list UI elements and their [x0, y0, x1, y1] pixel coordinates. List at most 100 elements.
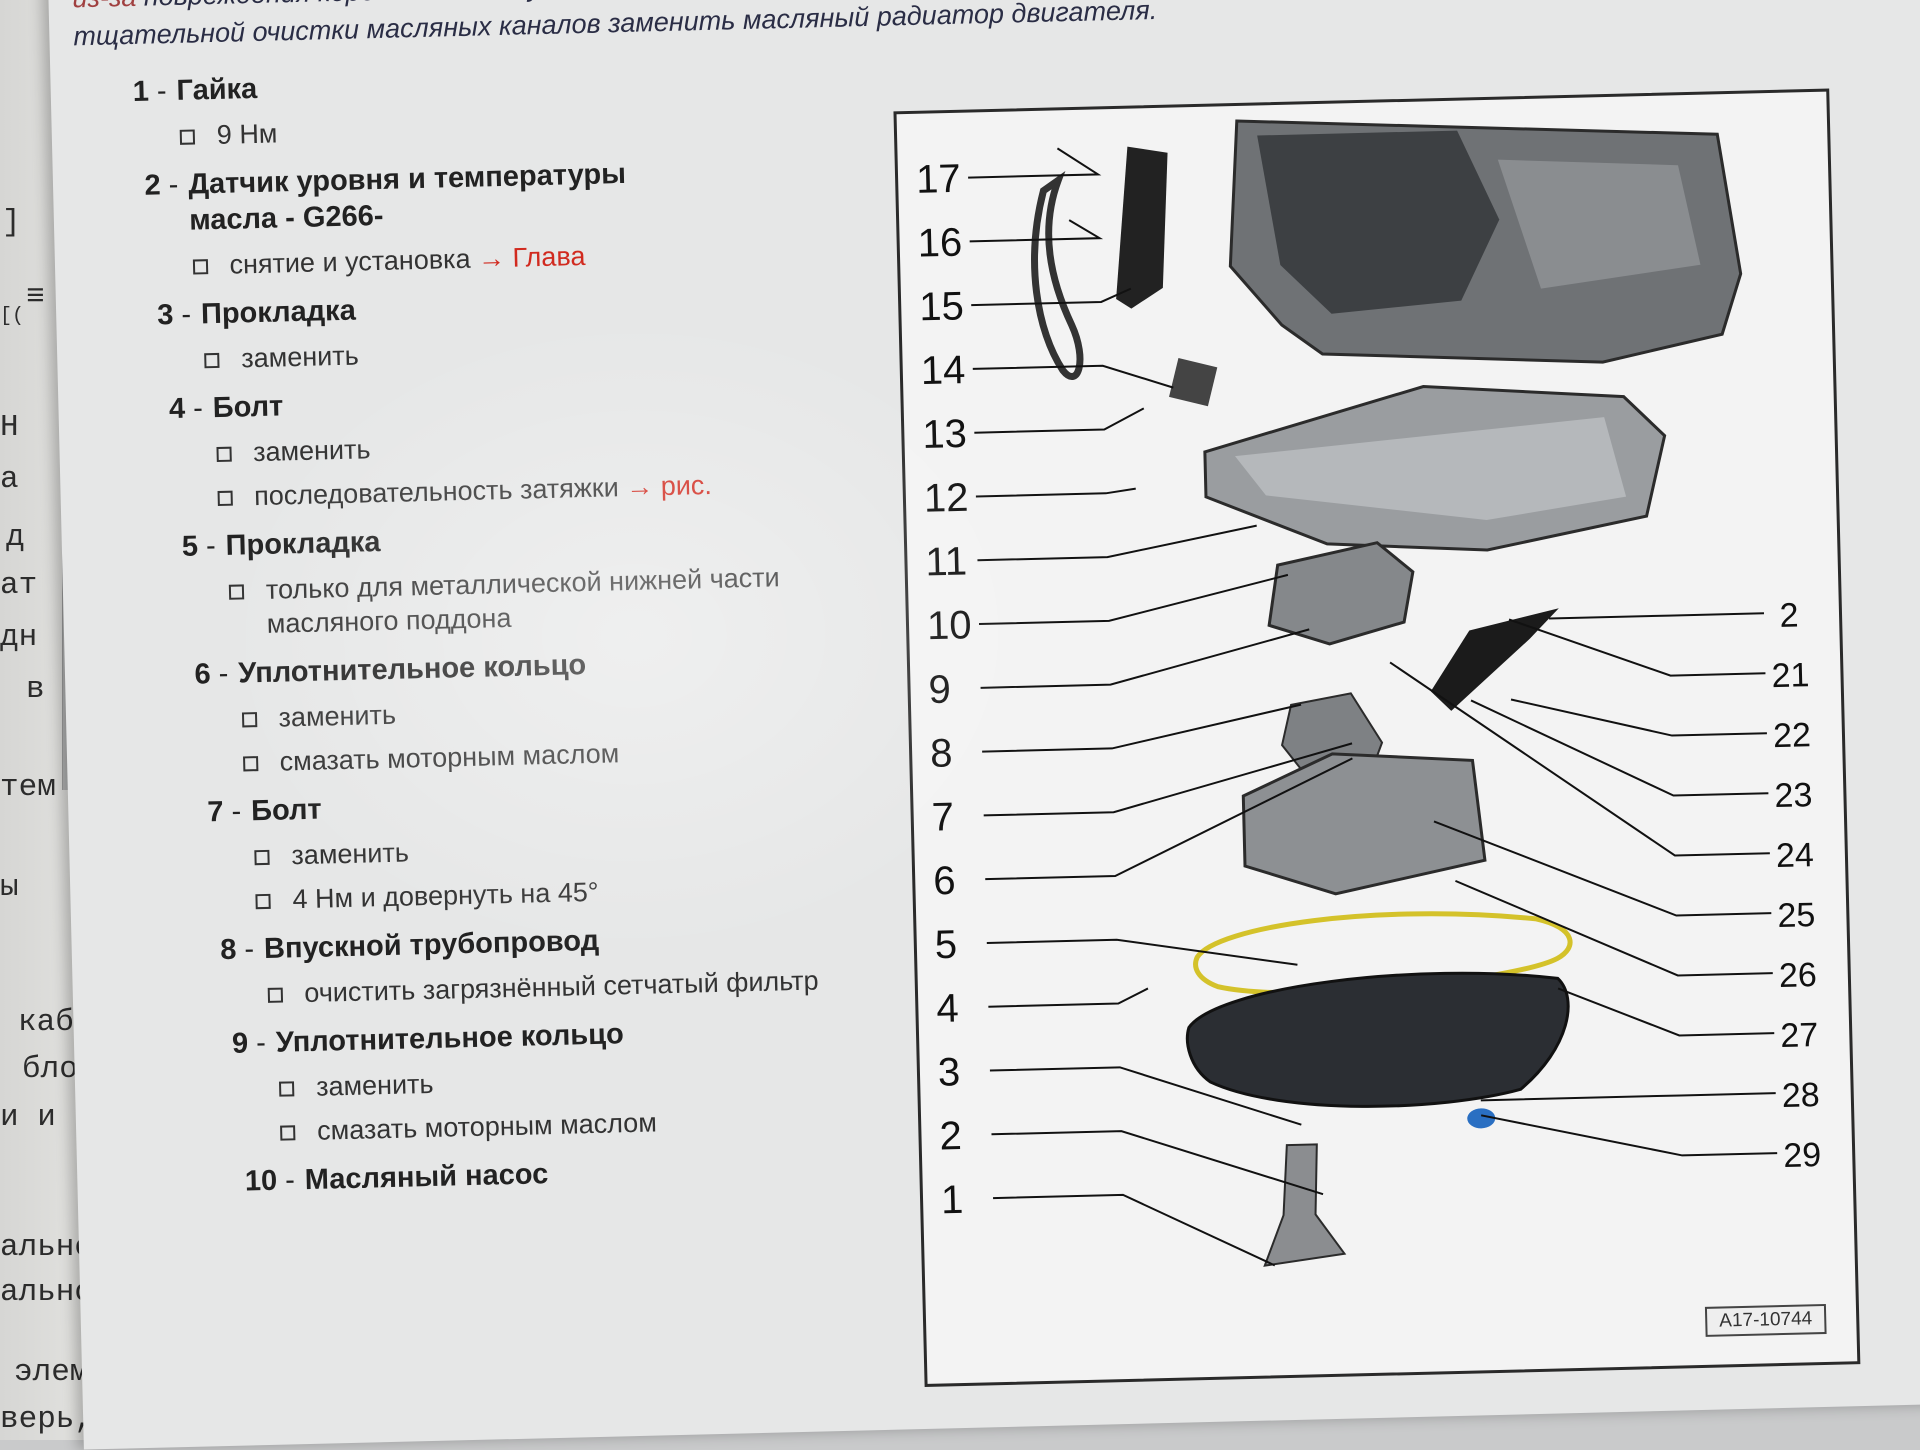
item-dash: - — [255, 1026, 267, 1060]
oil-drain-plug-part — [1467, 1108, 1496, 1129]
background-text: каб — [18, 1005, 74, 1040]
callout-leader-line — [986, 938, 1298, 966]
callout-leader-line — [1389, 661, 1770, 857]
upper-oil-pan-detail — [1234, 417, 1627, 521]
note-text: заменить — [240, 340, 360, 374]
item-note: очистить загрязнённый сетчатый фильтр — [267, 961, 915, 1011]
callout-leader-line — [974, 407, 1145, 434]
item-note: заменить — [254, 823, 912, 873]
item-title: Впускной трубопровод — [263, 924, 600, 966]
background-text: тем — [0, 770, 56, 805]
callout-number: 11 — [925, 540, 968, 585]
callout-leader-line — [972, 364, 1174, 389]
item-note: 9 Нм — [179, 101, 894, 152]
background-text: [( — [0, 305, 25, 328]
background-text: Н — [0, 410, 19, 445]
item-title: Масляный насос — [304, 1158, 549, 1197]
callout-leader-line — [982, 703, 1302, 753]
item-dash: - — [218, 657, 229, 691]
item-note: заменить — [215, 419, 902, 470]
bullet-square-icon — [254, 849, 270, 866]
callout-number: 27 — [1780, 1016, 1819, 1055]
item-number: 6 — [194, 658, 212, 691]
note-text: снятие и установка — [229, 243, 479, 280]
background-text: ат — [0, 568, 38, 603]
callout-leader-line — [1480, 1092, 1776, 1102]
callout-leader-line — [1508, 618, 1766, 677]
callout-leader-line — [968, 147, 1102, 179]
item-number: 7 — [206, 795, 224, 829]
callout-number: 25 — [1777, 896, 1816, 935]
item-heading: 8-Впускной трубопровод — [220, 915, 914, 968]
callout-number: 7 — [931, 795, 954, 840]
intro-paragraph: из-за повреждения коренных и шатунных вк… — [72, 0, 1920, 55]
callout-leader-line — [978, 573, 1289, 626]
note-text: заменить — [278, 699, 397, 733]
item-note: заменить — [204, 325, 900, 376]
callout-number: 2 — [939, 1114, 962, 1159]
note-text: заменить — [291, 837, 410, 871]
item-title: Болт — [212, 390, 284, 425]
item-title: Уплотнительное кольцо — [275, 1018, 625, 1059]
note-text: очистить загрязнённый сетчатый фильтр — [303, 965, 819, 1009]
item-dash: - — [180, 298, 192, 331]
callout-number: 9 — [928, 668, 951, 713]
reference-link[interactable]: → рис. — [625, 469, 713, 503]
item-heading: 10-Масляный насос — [244, 1147, 919, 1199]
note-text: смазать моторным маслом — [316, 1107, 658, 1146]
callout-number: 22 — [1773, 716, 1812, 755]
background-text: бло — [22, 1052, 78, 1087]
background-text: в — [26, 672, 45, 707]
item-title: Гайка — [176, 72, 258, 107]
callout-leader-line — [1455, 879, 1773, 977]
tensioner-rail-part — [1116, 146, 1168, 309]
item-heading: 7-Болт — [207, 777, 911, 830]
callout-leader-line — [1510, 698, 1767, 737]
engine-oil-pan-diagram: 1716151413121110987654321221222324252627… — [916, 119, 1822, 1267]
background-text: дн — [0, 620, 38, 655]
callout-leader-line — [971, 287, 1132, 307]
bullet-square-icon — [242, 756, 258, 772]
item-dash: - — [284, 1164, 296, 1197]
bullet-square-icon — [217, 490, 233, 507]
item-dash: - — [192, 392, 204, 425]
callout-number: 1 — [941, 1178, 964, 1223]
callout-number: 13 — [922, 412, 968, 457]
background-text: ы — [0, 870, 19, 905]
bullet-square-icon — [267, 987, 283, 1003]
bullet-square-icon — [228, 584, 245, 600]
callout-leader-line — [980, 628, 1310, 689]
engine-block-detail — [1497, 159, 1701, 289]
item-note: смазать моторным маслом — [242, 729, 909, 779]
bullet-square-icon — [215, 446, 232, 463]
callout-leader-line — [985, 757, 1353, 881]
note-text: 4 Нм и довернуть на 45° — [292, 876, 599, 915]
item-heading: 4-Болт — [169, 373, 901, 427]
item-note: снятие и установка → Глава — [192, 231, 897, 282]
callout-leader-line — [977, 524, 1257, 562]
item-number: 1 — [132, 75, 150, 108]
item-title: Болт — [250, 793, 323, 828]
bullet-square-icon — [192, 259, 208, 275]
item-dash: - — [168, 168, 179, 202]
engine-block-detail — [1257, 130, 1500, 314]
lower-oil-pan-part — [1185, 971, 1570, 1108]
note-text: смазать моторным маслом — [279, 738, 620, 777]
item-title: Прокладка — [225, 526, 381, 562]
item-note: заменить — [278, 1055, 918, 1105]
item-number: 9 — [231, 1027, 249, 1060]
item-title: Прокладка — [200, 294, 357, 331]
callout-number: 29 — [1783, 1136, 1822, 1175]
item-heading: 9-Уплотнительное кольцо — [232, 1009, 917, 1062]
item-number: 3 — [156, 299, 174, 332]
valve-part — [1169, 357, 1218, 407]
background-text: верь, — [0, 1402, 94, 1437]
callout-leader-line — [1549, 612, 1765, 620]
background-text: а — [0, 462, 19, 497]
reference-link[interactable]: → Глава — [477, 240, 586, 274]
